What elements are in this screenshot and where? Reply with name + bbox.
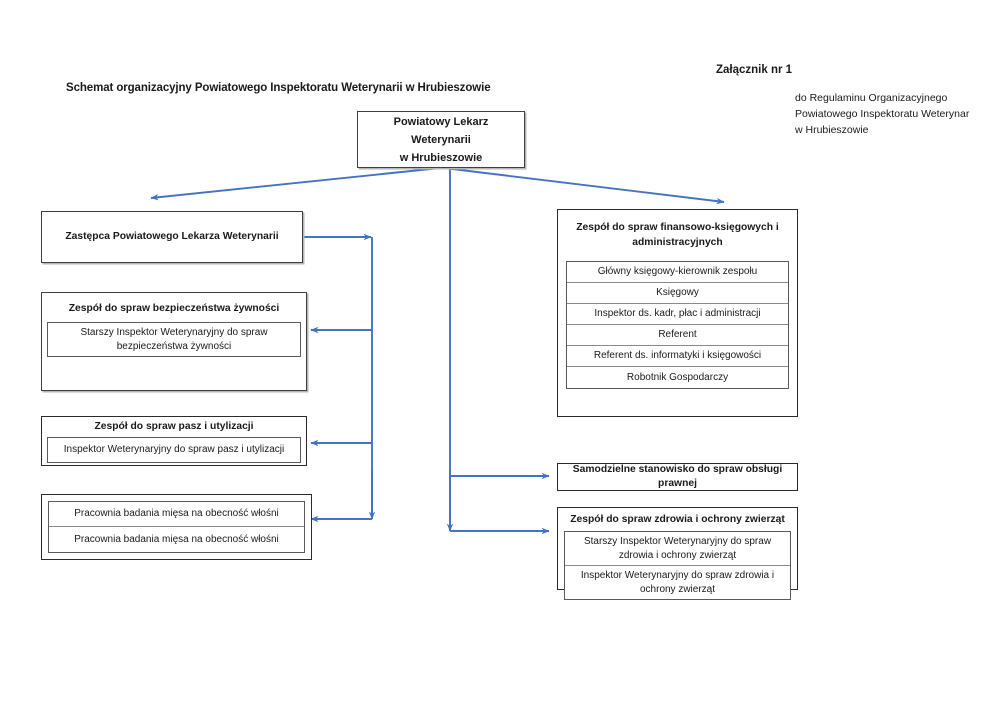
sub-list: Starszy Inspektor Weterynaryjny do spraw… bbox=[47, 322, 301, 357]
node-zespol-bezpieczenstwa-zywnosci[interactable]: Zespół do spraw bezpieczeństwa żywności … bbox=[41, 292, 307, 391]
node-title: Zespół do spraw bezpieczeństwa żywności bbox=[68, 303, 280, 314]
node-title: Zespół do spraw pasz i utylizacji bbox=[94, 421, 254, 432]
root-line-3: w Hrubieszowie bbox=[399, 151, 483, 164]
list-item[interactable]: Główny księgowy-kierownik zespołu bbox=[567, 262, 788, 283]
root-line-1: Powiatowy Lekarz bbox=[393, 115, 489, 128]
list-item[interactable]: Inspektor Weterynaryjny do spraw zdrowia… bbox=[580, 570, 775, 595]
annex-line-2: Powiatowego Inspektoratu Weterynar bbox=[795, 108, 970, 120]
list-item[interactable]: Starszy Inspektor Weterynaryjny do spraw… bbox=[80, 327, 268, 352]
list-item[interactable]: Referent bbox=[567, 325, 788, 346]
list-item[interactable]: Starszy Inspektor Weterynaryjny do spraw… bbox=[565, 532, 790, 566]
sub-list: Główny księgowy-kierownik zespołu Księgo… bbox=[566, 261, 789, 389]
node-zespol-pasz-i-utylizacji[interactable]: Zespół do spraw pasz i utylizacji Inspek… bbox=[41, 416, 307, 466]
node-title: Samodzielne stanowisko do spraw obsługi … bbox=[572, 464, 783, 489]
list-item[interactable]: Pracownia badania mięsa na obecność włoś… bbox=[49, 502, 304, 527]
list-item[interactable]: Pracownia badania mięsa na obecność włoś… bbox=[74, 533, 279, 545]
node-samodzielne-stanowisko-obslugi-prawnej[interactable]: Samodzielne stanowisko do spraw obsługi … bbox=[557, 463, 798, 491]
node-zastepca-powiatowego-lekarza[interactable]: Zastępca Powiatowego Lekarza Weterynarii bbox=[41, 211, 303, 263]
annex-subtext: do Regulaminu Organizacyjnego Powiatoweg… bbox=[795, 90, 969, 138]
list-item[interactable]: Robotnik Gospodarczy bbox=[626, 371, 729, 383]
node-powiatowy-lekarz-weterynarii[interactable]: Powiatowy Lekarz Weterynarii w Hrubieszo… bbox=[357, 111, 525, 168]
edge-root-to-right bbox=[443, 167, 725, 205]
list-item[interactable]: Inspektor ds. kadr, płac i administracji bbox=[567, 304, 788, 325]
sub-list: Starszy Inspektor Weterynaryjny do spraw… bbox=[564, 531, 791, 600]
sub-list: Inspektor Weterynaryjny do spraw pasz i … bbox=[47, 437, 301, 463]
annex-line-3: w Hrubieszowie bbox=[795, 124, 869, 136]
node-title: Zastępca Powiatowego Lekarza Weterynarii bbox=[65, 231, 279, 242]
root-line-2: Weterynarii bbox=[411, 133, 471, 146]
node-pracownia-badania-miesa[interactable]: Pracownia badania mięsa na obecność włoś… bbox=[41, 494, 312, 560]
page-title: Schemat organizacyjny Powiatowego Inspek… bbox=[66, 82, 491, 94]
annex-heading: Załącznik nr 1 bbox=[716, 64, 793, 76]
node-zespol-zdrowia-i-ochrony-zwierzat[interactable]: Zespół do spraw zdrowia i ochrony zwierz… bbox=[557, 507, 798, 600]
node-zespol-finansowo-ksiegowy[interactable]: Zespół do spraw finansowo-księgowych i a… bbox=[557, 209, 798, 417]
list-item[interactable]: Księgowy bbox=[567, 283, 788, 304]
list-item[interactable]: Referent ds. informatyki i księgowości bbox=[567, 346, 788, 367]
node-title: Zespół do spraw finansowo-księgowych i a… bbox=[576, 222, 779, 248]
edge-root-to-left bbox=[150, 167, 441, 201]
node-title: Zespół do spraw zdrowia i ochrony zwierz… bbox=[570, 514, 785, 525]
list-item[interactable]: Inspektor Weterynaryjny do spraw pasz i … bbox=[63, 444, 285, 456]
sub-list: Pracownia badania mięsa na obecność włoś… bbox=[48, 501, 305, 553]
annex-line-1: do Regulaminu Organizacyjnego bbox=[795, 92, 948, 104]
